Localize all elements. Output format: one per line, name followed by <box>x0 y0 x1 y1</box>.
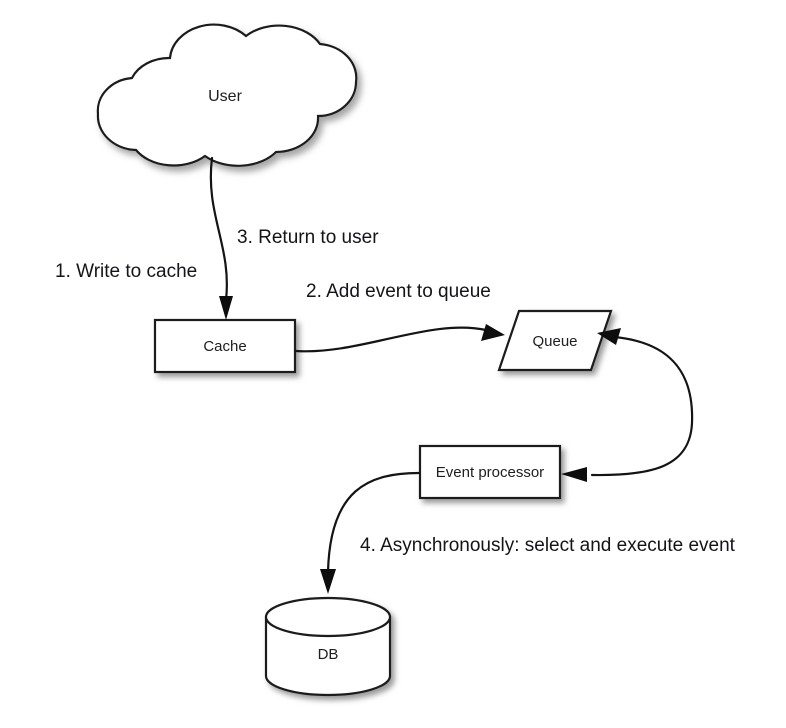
edge-queue-event-processor[interactable] <box>561 328 694 482</box>
edge-cache-to-queue-line <box>294 326 488 353</box>
node-cache[interactable]: Cache <box>153 318 297 374</box>
cloud-shape <box>96 23 358 167</box>
node-event-processor[interactable]: Event processor <box>418 444 562 500</box>
event-processor-shape <box>418 444 562 500</box>
cache-shape <box>153 318 297 374</box>
node-user[interactable]: User <box>96 23 358 167</box>
edge-user-to-cache[interactable] <box>209 156 233 320</box>
node-db-label: DB <box>318 646 339 663</box>
step-label-1: 1. Write to cache <box>55 261 197 282</box>
edge-event-processor-to-db-line <box>326 471 421 574</box>
edge-queue-arrowhead <box>597 328 621 345</box>
db-body <box>264 615 392 697</box>
node-queue-label: Queue <box>532 333 577 350</box>
queue-shape <box>497 309 613 372</box>
edge-user-to-cache-line <box>209 156 228 302</box>
edge-event-processor-to-db-arrowhead <box>320 569 336 594</box>
edge-cache-to-queue[interactable] <box>294 324 505 353</box>
db-top <box>264 596 392 638</box>
edge-user-to-cache-arrowhead <box>219 296 233 320</box>
edge-queue-event-processor-line <box>590 335 694 477</box>
node-queue[interactable]: Queue <box>497 309 613 372</box>
step-label-3: 3. Return to user <box>237 227 379 248</box>
node-user-label: User <box>208 88 242 105</box>
edge-event-processor-arrowhead <box>561 467 587 482</box>
node-event-processor-label: Event processor <box>436 464 544 481</box>
step-label-4: 4. Asynchronously: select and execute ev… <box>360 535 736 556</box>
edge-event-processor-to-db[interactable] <box>320 471 421 594</box>
node-db[interactable]: DB <box>264 596 392 697</box>
edge-cache-to-queue-arrowhead <box>481 324 505 341</box>
step-label-2: 2. Add event to queue <box>306 281 491 302</box>
node-cache-label: Cache <box>203 338 246 355</box>
